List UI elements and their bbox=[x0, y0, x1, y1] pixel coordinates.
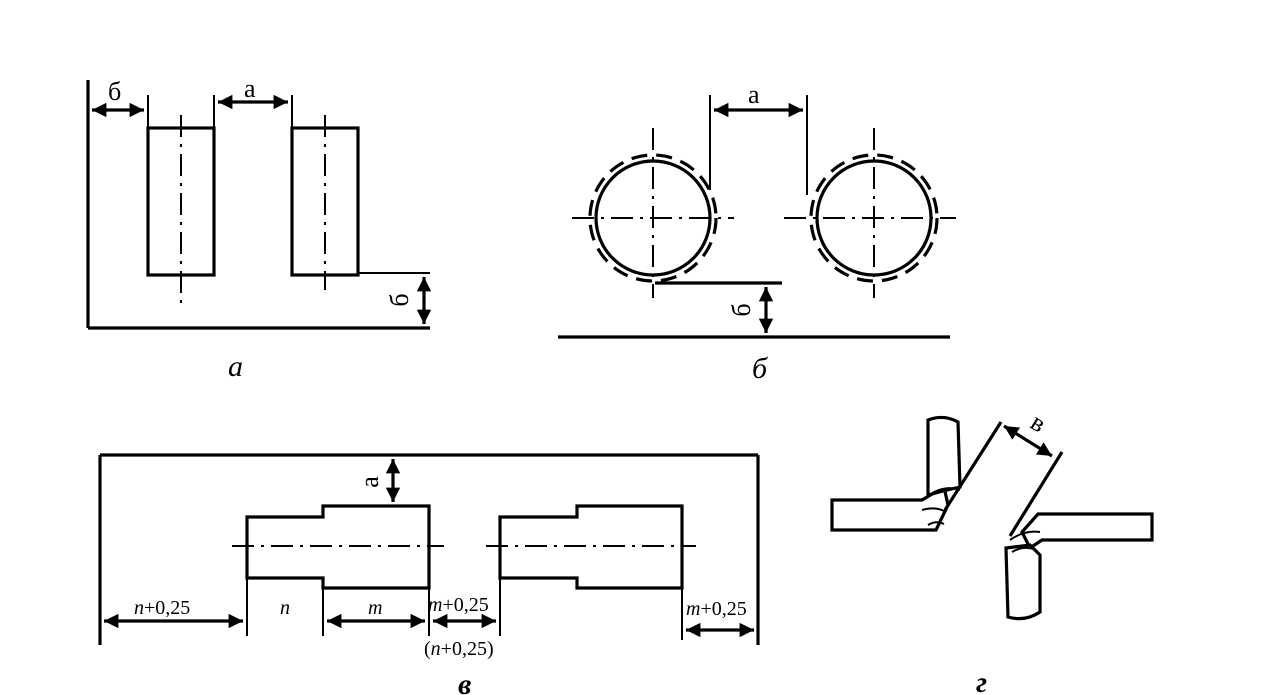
label-a-top: а bbox=[244, 74, 256, 103]
offset-line-lower bbox=[1008, 451, 1064, 537]
label-n: n bbox=[280, 597, 290, 619]
label-n-025-left: n+0,25 bbox=[134, 597, 190, 619]
label-m-025-right: m+0,25 bbox=[686, 598, 747, 620]
weld-bar-left-vertical bbox=[926, 415, 962, 498]
panel-b: а б б bbox=[558, 80, 956, 385]
panel-a: б а б а bbox=[86, 74, 432, 383]
caption-v: в bbox=[458, 668, 471, 695]
panel-g: в г bbox=[830, 407, 1154, 695]
dimension-v bbox=[1003, 424, 1053, 458]
label-a-top: а bbox=[748, 80, 760, 109]
label-b-top: б bbox=[108, 77, 121, 106]
weld-bar-right-horizontal bbox=[1020, 512, 1154, 551]
caption-b: б bbox=[752, 352, 768, 385]
label-m: m bbox=[368, 597, 382, 619]
weld-seam-right bbox=[1009, 530, 1041, 553]
weld-bar-right-vertical bbox=[1004, 543, 1042, 621]
caption-a: а bbox=[228, 350, 243, 383]
label-n-025-alt: (n+0,25) bbox=[424, 638, 494, 660]
offset-line-upper bbox=[943, 421, 1003, 511]
caption-g: г bbox=[976, 666, 987, 695]
label-b-side: б bbox=[727, 303, 756, 316]
label-m-025-mid: m+0,25 bbox=[428, 594, 489, 616]
tolerance-circle-left bbox=[588, 153, 718, 283]
tolerance-circle-right bbox=[809, 153, 939, 283]
label-v: в bbox=[1026, 407, 1052, 438]
label-a: а bbox=[355, 476, 384, 488]
panel-v: а n+0,25 n m m+0,25 (n+0,25) m+0,25 в bbox=[98, 453, 760, 695]
label-b-side: б bbox=[385, 293, 414, 306]
